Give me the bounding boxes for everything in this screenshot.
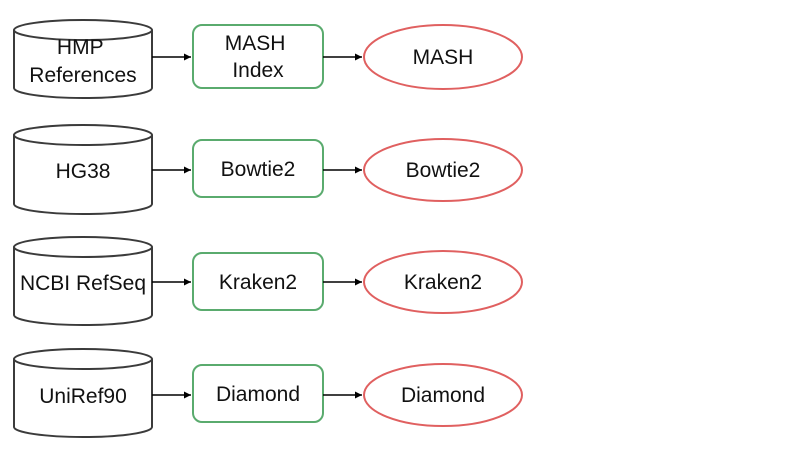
database-label-line: HG38: [56, 160, 111, 183]
database-cylinder: [13, 124, 153, 215]
tool-label-line: Kraken2: [404, 271, 482, 294]
index-label-line: Kraken2: [219, 271, 297, 294]
database-cylinder-rim: [13, 134, 153, 146]
database-cylinder: [13, 348, 153, 438]
svg-text:MASH Index: MASH Index: [225, 32, 292, 82]
database-node: NCBI RefSeq: [13, 236, 153, 326]
svg-text:UniRef90: UniRef90: [39, 385, 127, 408]
database-cylinder-rim: [13, 29, 153, 41]
svg-text:Kraken2: Kraken2: [219, 271, 297, 294]
database-label-line: UniRef90: [39, 385, 127, 408]
tool-node: Bowtie2: [363, 138, 523, 202]
svg-text:HG38: HG38: [56, 160, 111, 183]
database-label-line: NCBI RefSeq: [20, 272, 146, 295]
index-label-line: Index: [232, 59, 284, 82]
index-node: Kraken2: [192, 252, 324, 311]
tool-ellipse: [363, 24, 523, 90]
database-cylinder-rim: [13, 246, 153, 258]
tool-label-line: MASH: [413, 46, 474, 69]
svg-text:Kraken2: Kraken2: [404, 271, 482, 294]
index-label-line: Bowtie2: [221, 158, 296, 181]
row-3: NCBI RefSeq Kraken2 Kraken2: [13, 236, 523, 326]
tool-ellipse: [363, 363, 523, 427]
row-4: UniRef90 Diamond Diamond: [13, 348, 523, 438]
tool-node: Kraken2: [363, 250, 523, 314]
index-node: Diamond: [192, 364, 324, 423]
svg-text:NCBI RefSeq: NCBI RefSeq: [20, 272, 146, 295]
row-2: HG38 Bowtie2 Bowtie2: [13, 124, 523, 215]
tool-ellipse: [363, 138, 523, 202]
index-node: MASH Index: [192, 24, 324, 89]
tool-label-line: Bowtie2: [406, 159, 481, 182]
database-node: HG38: [13, 124, 153, 215]
tool-label-line: Diamond: [401, 384, 485, 407]
index-box: [192, 364, 324, 423]
row-1: HMP References MASH Index MASH: [13, 19, 523, 99]
tool-node: Diamond: [363, 363, 523, 427]
index-label-line: MASH: [225, 32, 286, 55]
index-node: Bowtie2: [192, 139, 324, 198]
svg-text:HMP References: HMP References: [29, 36, 136, 87]
tool-node: MASH: [363, 24, 523, 90]
index-label-line: Diamond: [216, 383, 300, 406]
database-node: HMP References: [13, 19, 153, 99]
database-label-line: HMP: [57, 36, 103, 59]
svg-text:Bowtie2: Bowtie2: [406, 159, 481, 182]
svg-text:Bowtie2: Bowtie2: [221, 158, 296, 181]
svg-text:Diamond: Diamond: [401, 384, 485, 407]
index-box: [192, 139, 324, 198]
svg-text:MASH: MASH: [413, 46, 474, 69]
database-cylinder: [13, 236, 153, 326]
tool-ellipse: [363, 250, 523, 314]
database-label-line: References: [29, 64, 136, 87]
database-cylinder-rim: [13, 358, 153, 370]
svg-text:Diamond: Diamond: [216, 383, 300, 406]
database-node: UniRef90: [13, 348, 153, 438]
